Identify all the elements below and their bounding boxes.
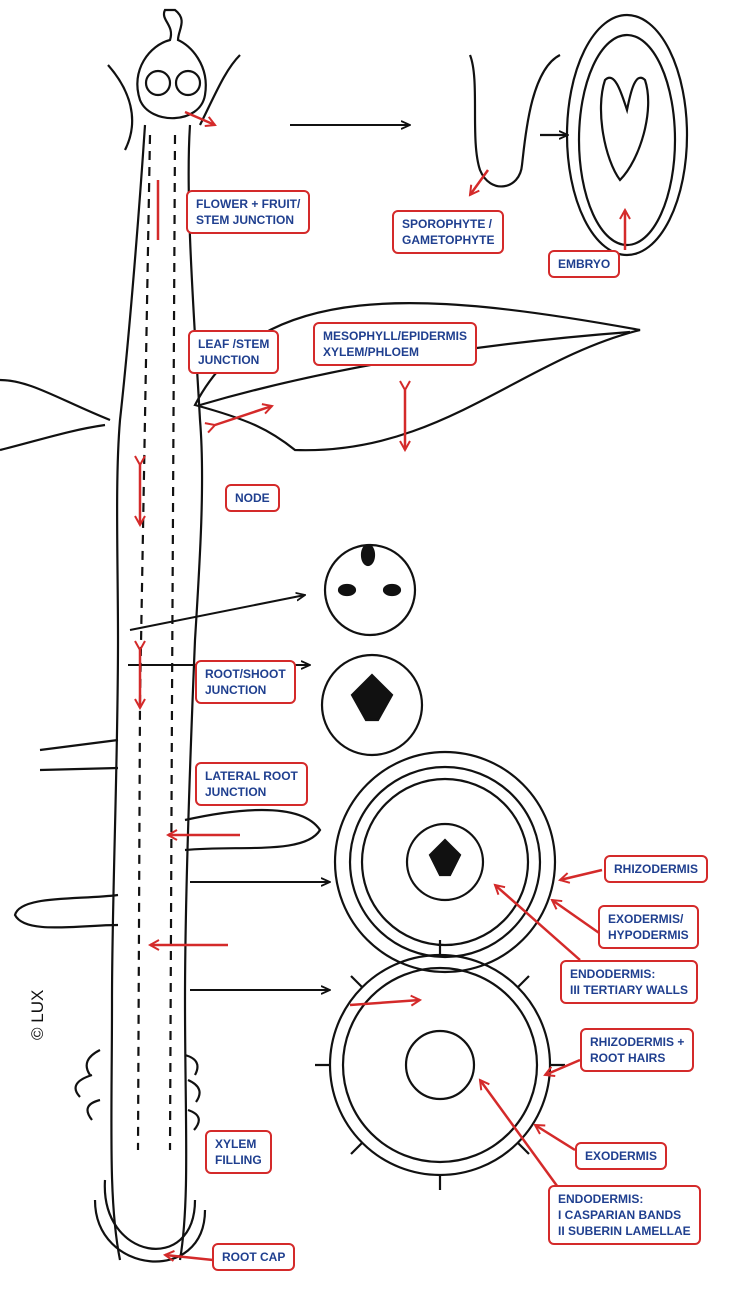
label-line: MESOPHYLL/EPIDERMIS	[323, 328, 467, 344]
label-xylem-filling: XYLEM FILLING	[205, 1130, 272, 1174]
plant-outline	[0, 10, 640, 1261]
label-line: NODE	[235, 490, 270, 506]
label-line: LATERAL ROOT	[205, 768, 298, 784]
label-flower-fruit-junction: FLOWER + FRUIT/ STEM JUNCTION	[186, 190, 310, 234]
label-line: FILLING	[215, 1152, 262, 1168]
label-root-shoot-junction: ROOT/SHOOT JUNCTION	[195, 660, 296, 704]
label-endodermis-tertiary: ENDODERMIS: III TERTIARY WALLS	[560, 960, 698, 1004]
label-line: III TERTIARY WALLS	[570, 982, 688, 998]
label-exodermis-hypodermis: EXODERMIS/ HYPODERMIS	[598, 905, 699, 949]
label-line: JUNCTION	[198, 352, 269, 368]
label-line: RHIZODERMIS +	[590, 1034, 684, 1050]
label-endodermis-casparian: ENDODERMIS: I CASPARIAN BANDS II SUBERIN…	[548, 1185, 701, 1245]
leaf-left	[0, 380, 110, 450]
label-embryo: EMBRYO	[548, 250, 620, 278]
cross-section-stem-lower	[322, 655, 422, 755]
label-line: STEM JUNCTION	[196, 212, 300, 228]
label-line: I CASPARIAN BANDS	[558, 1207, 691, 1223]
flower-petal-left	[108, 65, 132, 150]
vascular-center-left	[138, 135, 150, 1150]
cross-section-root-young	[315, 940, 565, 1190]
label-line: GAMETOPHYTE	[402, 232, 494, 248]
embryo-sac-left	[146, 71, 170, 95]
copyright-text: © LUX	[28, 980, 68, 1040]
label-line: ENDODERMIS:	[570, 966, 688, 982]
label-line: II SUBERIN LAMELLAE	[558, 1223, 691, 1239]
embryo-sac-right	[176, 71, 200, 95]
label-line: ENDODERMIS:	[558, 1191, 691, 1207]
label-line: HYPODERMIS	[608, 927, 689, 943]
sporophyte-drawing	[470, 55, 568, 186]
lateral-root-left	[40, 740, 118, 770]
embryo-drawing	[567, 15, 687, 255]
label-rhizodermis: RHIZODERMIS	[604, 855, 708, 883]
cross-section-root-mature	[335, 752, 555, 972]
label-root-cap: ROOT CAP	[212, 1243, 295, 1271]
label-line: ROOT CAP	[222, 1249, 285, 1265]
label-line: JUNCTION	[205, 682, 286, 698]
label-line: JUNCTION	[205, 784, 298, 800]
label-line: FLOWER + FRUIT/	[196, 196, 300, 212]
cross-section-stem-upper	[325, 545, 415, 635]
label-line: RHIZODERMIS	[614, 861, 698, 877]
label-line: EXODERMIS	[585, 1148, 657, 1164]
label-line: ROOT/SHOOT	[205, 666, 286, 682]
label-line: ROOT HAIRS	[590, 1050, 684, 1066]
lateral-root-right	[185, 810, 320, 850]
label-lateral-root-junction: LATERAL ROOT JUNCTION	[195, 762, 308, 806]
label-leaf-stem-junction: LEAF /STEM JUNCTION	[188, 330, 279, 374]
label-line: XYLEM	[215, 1136, 262, 1152]
vascular-center-right	[170, 135, 175, 1150]
label-line: SPOROPHYTE /	[402, 216, 494, 232]
label-line: EMBRYO	[558, 256, 610, 272]
lateral-root-lower-left	[15, 895, 118, 928]
label-node: NODE	[225, 484, 280, 512]
label-line: EXODERMIS/	[608, 911, 689, 927]
label-rhizodermis-root-hairs: RHIZODERMIS + ROOT HAIRS	[580, 1028, 694, 1072]
label-mesophyll-epidermis: MESOPHYLL/EPIDERMIS XYLEM/PHLOEM	[313, 322, 477, 366]
label-line: XYLEM/PHLOEM	[323, 344, 467, 360]
flower-bud	[137, 10, 205, 118]
label-line: LEAF /STEM	[198, 336, 269, 352]
label-exodermis: EXODERMIS	[575, 1142, 667, 1170]
label-sporophyte-gametophyte: SPOROPHYTE / GAMETOPHYTE	[392, 210, 504, 254]
